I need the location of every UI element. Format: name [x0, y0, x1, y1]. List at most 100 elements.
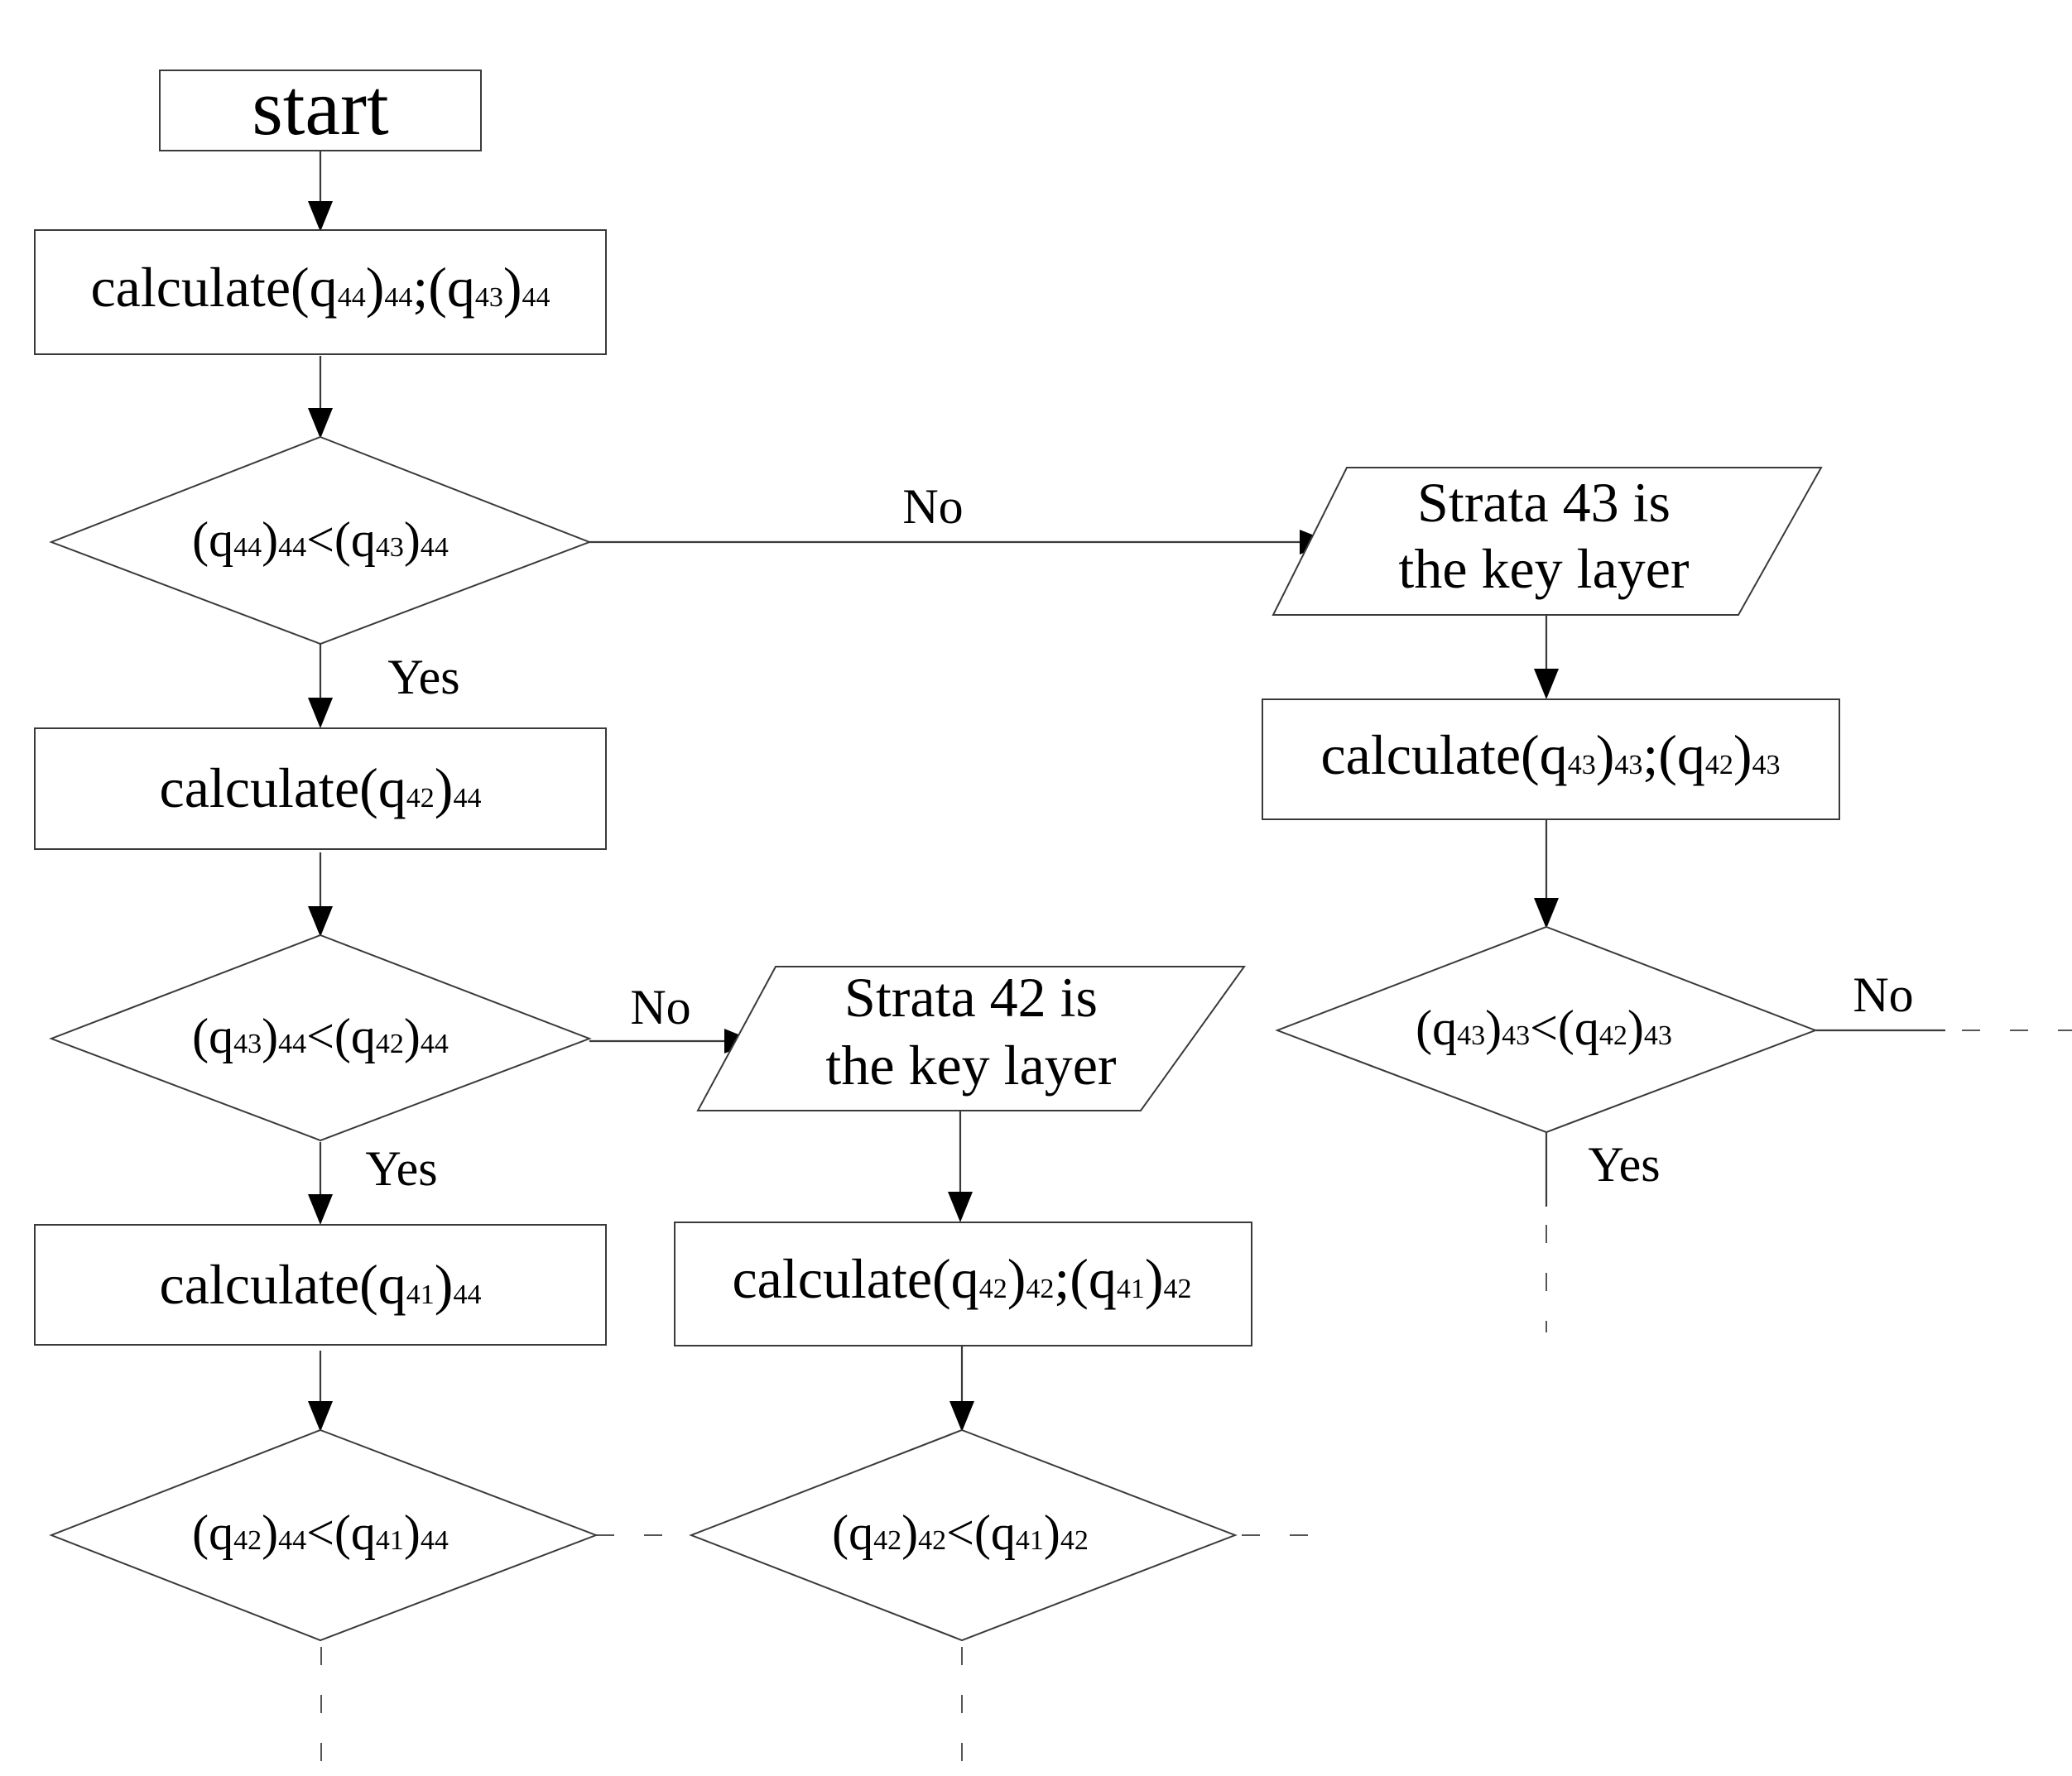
process-label: calculate(q41)44: [160, 1253, 482, 1316]
subscript: 42: [918, 1525, 946, 1556]
arrowhead: [1534, 669, 1559, 699]
label-text: calculate(q: [160, 1253, 406, 1316]
decision-diamond: [49, 1428, 599, 1642]
label-text: ;(q: [1054, 1247, 1117, 1310]
label-text: ): [262, 1009, 278, 1063]
decision-d3: (q42)44<(q41)44: [49, 1428, 599, 1642]
output-line-2: the key layer: [1398, 537, 1690, 600]
decision-diamond: [49, 934, 592, 1142]
decision-label: (q44)44<(q43)44: [192, 512, 449, 567]
subscript: 42: [376, 1029, 404, 1059]
decision-d1: (q44)44<(q43)44: [49, 435, 592, 646]
label-text: calculate(q: [732, 1247, 978, 1310]
start-box: [159, 70, 482, 151]
decision-d5: (q42)42<(q41)42: [689, 1428, 1238, 1642]
arrowhead: [948, 1192, 973, 1222]
label-text: ): [262, 512, 278, 567]
label-text: (q: [192, 1505, 233, 1560]
process-calc42-44: calculate(q42)44: [34, 727, 607, 850]
subscript: 43: [1614, 750, 1642, 780]
decision-label: (q42)44<(q41)44: [192, 1505, 449, 1560]
subscript: 41: [376, 1525, 404, 1556]
label-text: ;(q: [1642, 723, 1705, 786]
subscript: 43: [1502, 1020, 1530, 1051]
output-parallelogram: [696, 966, 1246, 1111]
subscript: 44: [338, 282, 366, 313]
label-text: ): [404, 1505, 421, 1560]
label-text: ): [1485, 1001, 1502, 1055]
process-label: calculate(q42)42;(q41)42: [732, 1247, 1191, 1310]
arrowhead: [949, 1401, 974, 1432]
edge-label-yes: Yes: [387, 650, 459, 704]
label-text: <(q: [946, 1505, 1016, 1560]
decision-label: (q43)43<(q42)43: [1416, 1001, 1672, 1055]
subscript: 41: [1016, 1525, 1044, 1556]
label-text: ): [1733, 723, 1752, 786]
edge-labels: No Yes No Yes No Yes: [365, 479, 1913, 1196]
decision-diamond: [1275, 925, 1818, 1134]
arrowhead: [308, 1194, 333, 1225]
subscript: 42: [1599, 1020, 1627, 1051]
subscript: 44: [278, 1525, 306, 1556]
arrowhead: [308, 201, 333, 232]
label-text: (q: [192, 1009, 233, 1063]
subscript: 44: [421, 1029, 449, 1059]
output-key43: Strata 43 is the key layer: [1272, 467, 1823, 616]
process-box: [674, 1222, 1252, 1346]
decision-diamond: [49, 435, 592, 646]
process-box: [34, 727, 607, 850]
start-node: start: [159, 63, 482, 151]
arrowhead: [1534, 898, 1559, 929]
arrowhead: [308, 906, 333, 937]
subscript: 42: [979, 1274, 1007, 1304]
subscript: 42: [1164, 1274, 1192, 1304]
subscript: 43: [1752, 750, 1781, 780]
subscript: 42: [873, 1525, 901, 1556]
label-text: ): [901, 1505, 918, 1560]
label-text: calculate(q: [160, 756, 406, 819]
label-text: <(q: [306, 1505, 376, 1560]
continuations: [320, 1030, 2072, 1776]
subscript: 41: [1117, 1274, 1145, 1304]
edge-label-yes: Yes: [365, 1141, 437, 1196]
process-calc44: calculate(q44)44;(q43)44: [34, 229, 607, 355]
subscript: 43: [475, 282, 503, 313]
subscript: 43: [1644, 1020, 1672, 1051]
output-parallelogram: [1272, 467, 1823, 616]
subscript: 41: [406, 1279, 435, 1310]
subscript: 44: [421, 532, 449, 563]
process-label: calculate(q42)44: [160, 756, 482, 819]
process-calc41-44: calculate(q41)44: [34, 1224, 607, 1346]
subscript: 43: [233, 1029, 262, 1059]
label-text: calculate(q: [1320, 723, 1567, 786]
subscript: 44: [384, 282, 412, 313]
arrowhead: [308, 1401, 333, 1432]
output-line-1: Strata 42 is: [844, 966, 1098, 1029]
subscript: 43: [1457, 1020, 1485, 1051]
subscript: 44: [522, 282, 550, 313]
process-box: [34, 229, 607, 355]
edge-label-no: No: [902, 479, 963, 534]
decision-label: (q42)42<(q41)42: [832, 1505, 1089, 1560]
output-key42: Strata 42 is the key layer: [696, 966, 1246, 1111]
label-text: (q: [192, 512, 233, 567]
label-text: ;(q: [412, 256, 475, 319]
process-label: calculate(q44)44;(q43)44: [90, 256, 550, 319]
label-text: ): [1044, 1505, 1060, 1560]
decision-diamond: [689, 1428, 1238, 1642]
arrowhead: [308, 698, 333, 728]
subscript: 44: [278, 532, 306, 563]
decision-d2: (q43)44<(q42)44: [49, 934, 592, 1142]
process-calc42: calculate(q42)42;(q41)42: [674, 1222, 1252, 1346]
subscript: 44: [453, 1279, 481, 1310]
subscript: 42: [1060, 1525, 1089, 1556]
subscript: 44: [453, 783, 481, 814]
label-text: ): [404, 512, 421, 567]
label-text: ): [262, 1505, 278, 1560]
subscript: 44: [233, 532, 262, 563]
label-text: ): [1596, 723, 1615, 786]
subscript: 43: [1568, 750, 1596, 780]
label-text: calculate(q: [90, 256, 337, 319]
label-text: ): [366, 256, 385, 319]
